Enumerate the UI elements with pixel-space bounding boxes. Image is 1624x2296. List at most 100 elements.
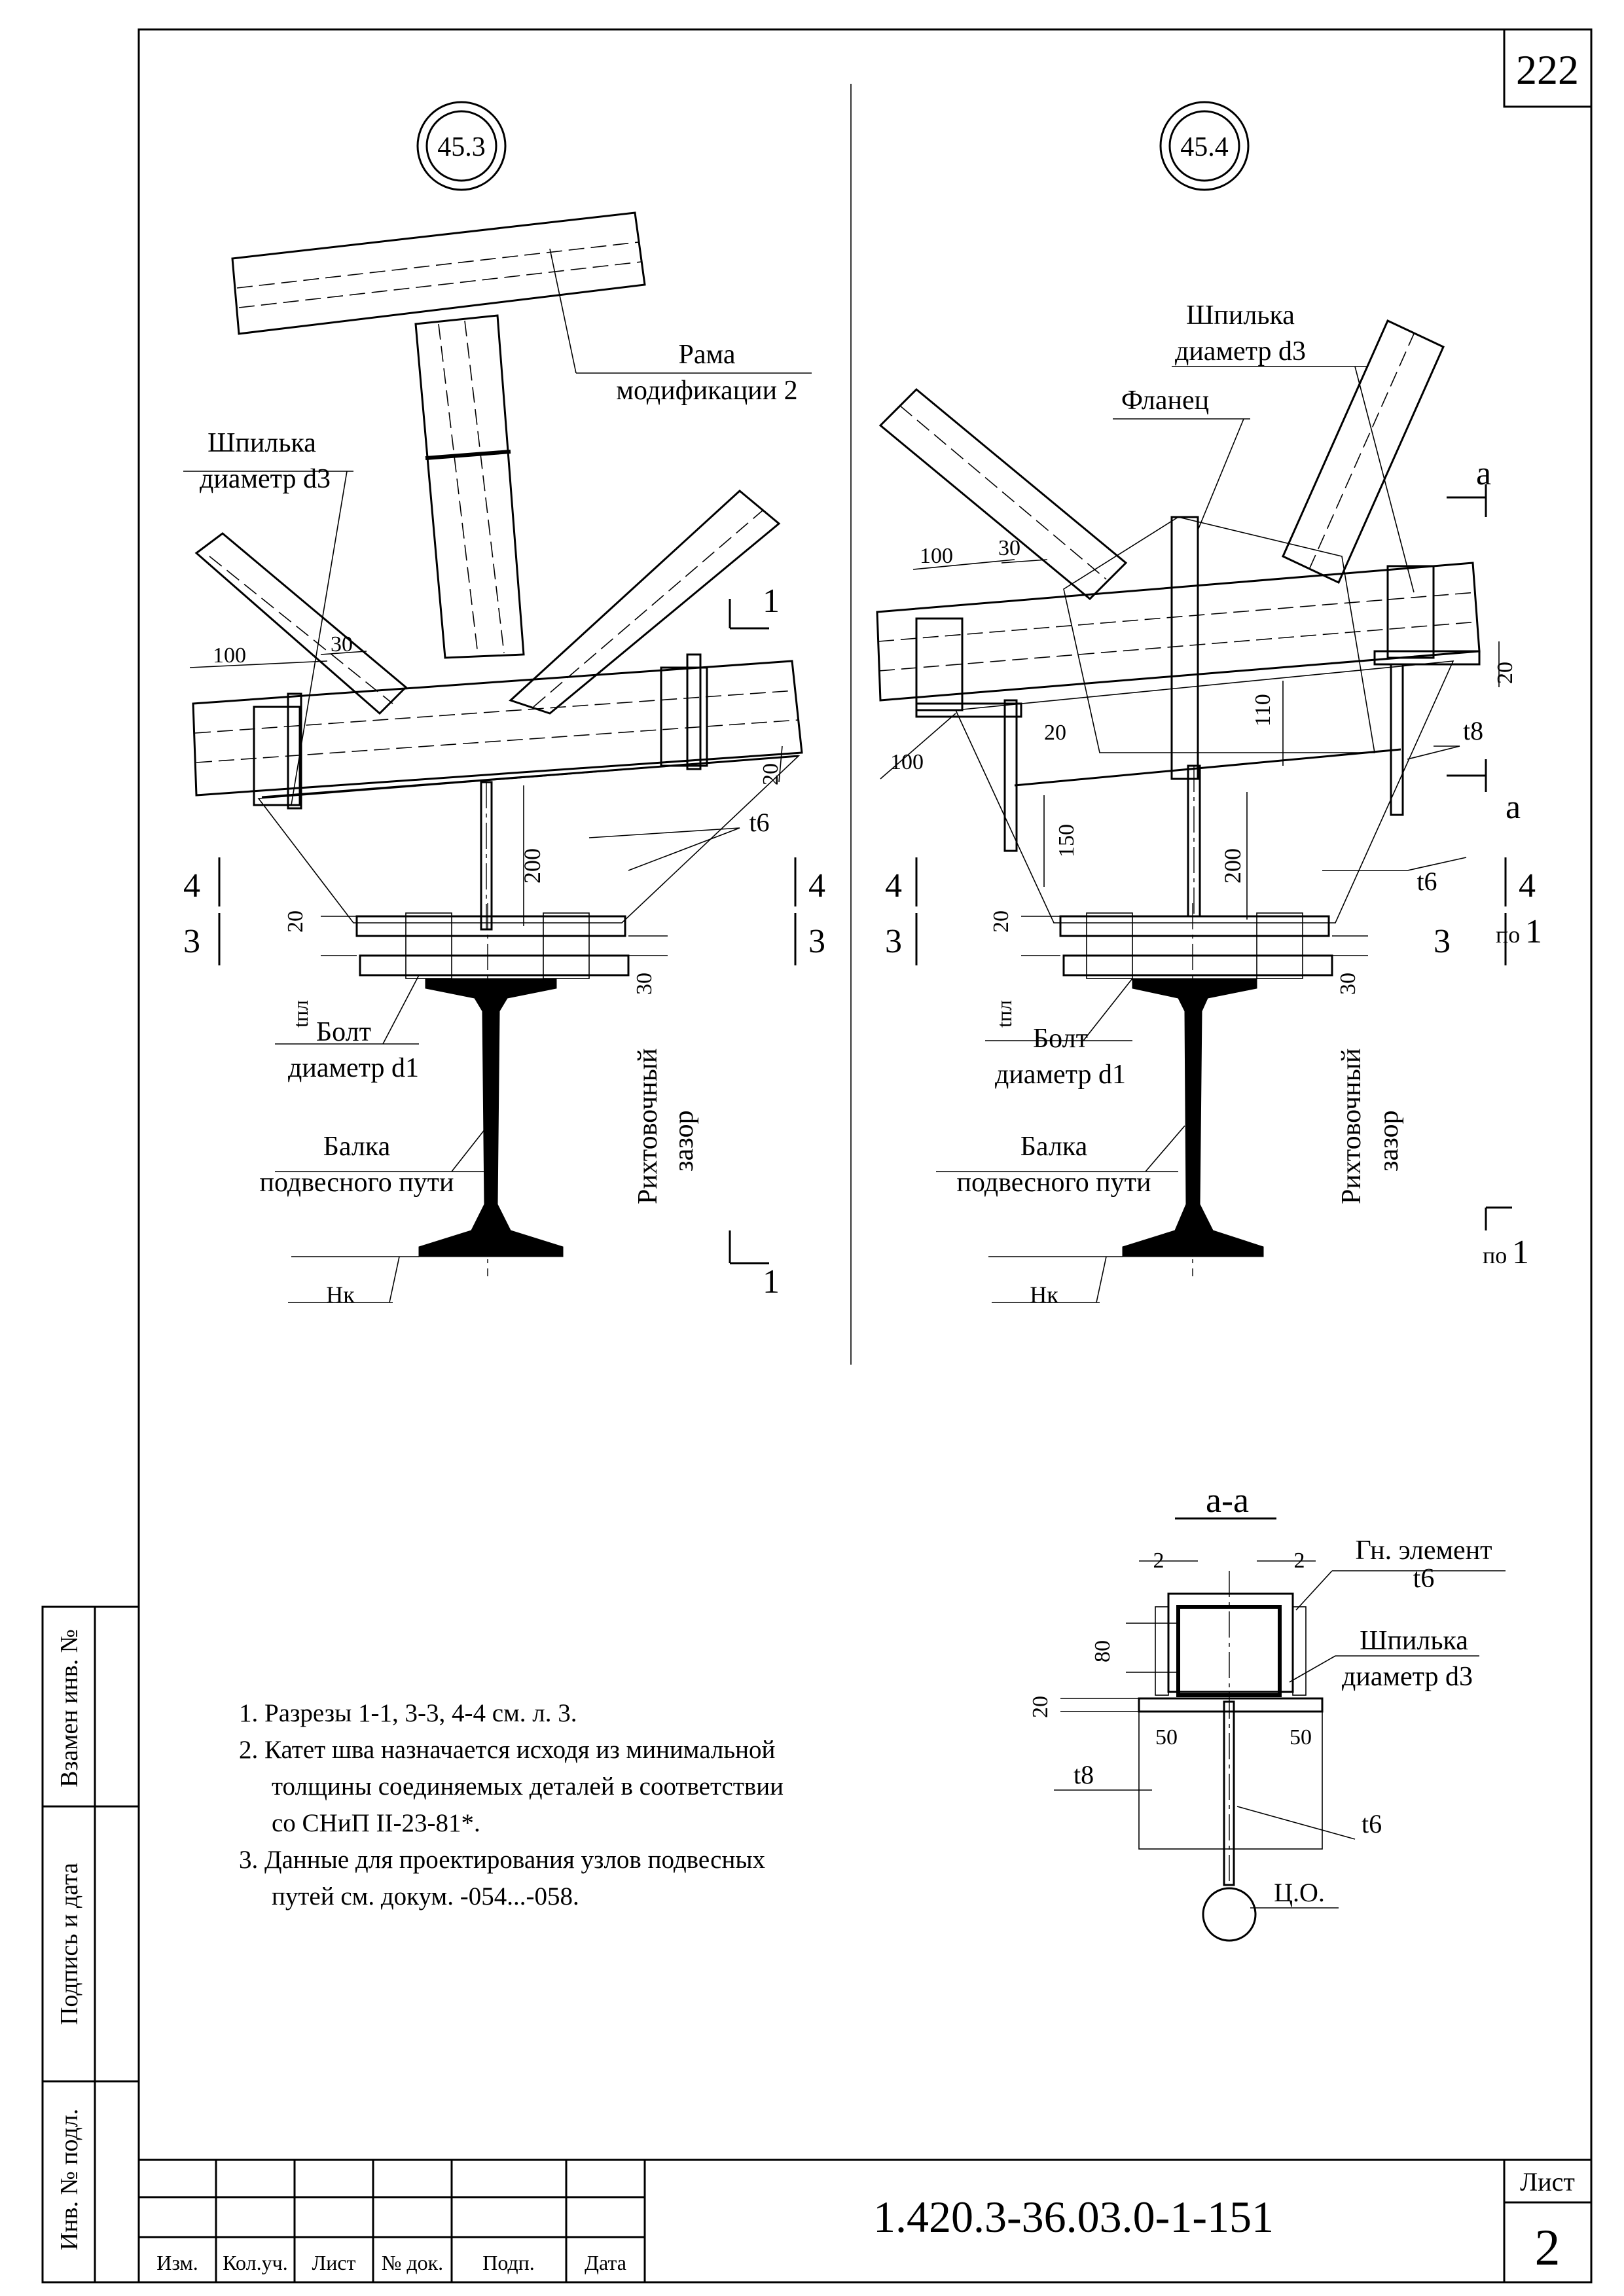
dim-2-b: 2 — [1294, 1549, 1305, 1573]
section-1-right-b: 1 — [1512, 1234, 1529, 1271]
node-right-id: 45.4 — [1180, 132, 1229, 162]
dim-20-right-a: 20 — [1044, 721, 1066, 745]
label-frame-mod: модификации 2 — [616, 376, 797, 406]
note-3: 3. Данные для проектирования узлов подве… — [239, 1846, 766, 1874]
stamp-inv-original: Инв. № подл. — [56, 2109, 83, 2251]
label-t6-right: t6 — [1416, 867, 1437, 896]
section-3-right-r: 3 — [1434, 923, 1451, 960]
dim-80: 80 — [1091, 1640, 1115, 1662]
dim-50-a: 50 — [1155, 1725, 1178, 1749]
label-frame: Рама — [679, 340, 736, 370]
section-a-bot: a — [1506, 789, 1521, 826]
dim-200-right: 200 — [1219, 848, 1246, 884]
note-3-cont-1: путей см. докум. -054...-058. — [272, 1882, 579, 1910]
label-hk-right: Нк — [1030, 1282, 1058, 1308]
label-elem: Гн. элемент — [1355, 1535, 1492, 1566]
dim-30-left-b: 30 — [632, 973, 657, 995]
section-1-top-left: 1 — [763, 583, 780, 620]
list-label: Лист — [1520, 2167, 1575, 2197]
tb-col-ndok: № док. — [382, 2251, 443, 2274]
label-bolt-right: Болт — [1033, 1024, 1088, 1054]
label-gap2-left: зазор — [669, 1110, 699, 1172]
note-1: 1. Разрезы 1-1, 3-3, 4-4 см. л. 3. — [239, 1699, 577, 1727]
note-2: 2. Катет шва назначается исходя из миним… — [239, 1736, 776, 1764]
label-stud-d-right: диаметр d3 — [1175, 336, 1306, 367]
dim-50-b: 50 — [1290, 1725, 1312, 1749]
dim-30-right: 30 — [998, 536, 1020, 560]
label-beam2-left: подвесного пути — [259, 1168, 454, 1198]
dim-20-right-c: 20 — [989, 910, 1013, 933]
section-3-right-l: 3 — [885, 923, 902, 960]
section-a-top: a — [1476, 455, 1491, 492]
dim-150-right: 150 — [1055, 824, 1079, 857]
doc-code: 1.420.3-36.03.0-1-151 — [873, 2192, 1274, 2242]
dim-100-right-a: 100 — [920, 544, 953, 568]
section-4-right-l: 4 — [885, 867, 902, 905]
stamp-replaced: Взамен инв. № — [56, 1629, 83, 1787]
label-bolt-d-left: диаметр d1 — [288, 1053, 419, 1083]
stamp-signature-date: Подпись и дата — [56, 1863, 83, 2025]
dim-20-aa: 20 — [1028, 1696, 1053, 1718]
title-block — [139, 2159, 1591, 2282]
section-aa — [1054, 1517, 1506, 1942]
notes-block: 1. Разрезы 1-1, 3-3, 4-4 см. л. 3. 2. Ка… — [239, 1695, 959, 1915]
dim-30-right-b: 30 — [1336, 973, 1360, 995]
label-t8-right: t8 — [1463, 716, 1483, 745]
list-number: 2 — [1535, 2219, 1561, 2276]
tb-col-data: Дата — [585, 2251, 626, 2274]
note-2-cont-1: толщины соединяемых деталей в соответств… — [272, 1772, 784, 1801]
tb-col-podp: Подп. — [482, 2251, 535, 2274]
label-hk-left: Нк — [326, 1282, 355, 1308]
tb-col-koluch: Кол.уч. — [223, 2251, 287, 2274]
node-left-id: 45.3 — [437, 132, 486, 162]
label-beam-left: Балка — [323, 1132, 391, 1162]
dim-20-left-b: 20 — [283, 910, 308, 933]
label-beam2-right: подвесного пути — [956, 1168, 1151, 1198]
tb-col-izm: Изм. — [156, 2251, 198, 2274]
label-t6-left: t6 — [749, 808, 769, 837]
section-po-right-b: по — [1483, 1242, 1507, 1268]
side-stamp — [41, 1605, 140, 2284]
section-4-left-l: 4 — [183, 867, 200, 905]
note-2-cont-2: со СНиП II-23-81*. — [272, 1809, 480, 1837]
label-beam-right: Балка — [1020, 1132, 1088, 1162]
sheet-number: 222 — [1516, 46, 1579, 93]
label-stud-right: Шпилька — [1186, 300, 1295, 331]
dim-110-right: 110 — [1251, 694, 1275, 726]
label-stud-left: Шпилька — [208, 428, 316, 458]
label-gap2-right: зазор — [1374, 1110, 1404, 1172]
label-bolt-left: Болт — [316, 1017, 371, 1047]
sheet-frame — [137, 28, 1593, 2284]
label-elem-t6: t6 — [1413, 1564, 1435, 1594]
label-gap-right: Рихтовочный — [1337, 1049, 1367, 1204]
label-gap-left: Рихтовочный — [633, 1049, 663, 1204]
section-po-right: по — [1496, 922, 1520, 948]
label-t6-aa: t6 — [1362, 1809, 1382, 1839]
dim-100-left: 100 — [213, 643, 246, 668]
section-aa-title: a-a — [1206, 1480, 1249, 1520]
label-stud-d-aa: диаметр d3 — [1342, 1662, 1473, 1692]
dim-100-right-b: 100 — [890, 750, 924, 774]
label-co: Ц.О. — [1274, 1878, 1325, 1907]
dim-2-a: 2 — [1153, 1549, 1164, 1573]
label-tpl-right: tпл — [992, 1000, 1016, 1028]
section-1-right-r: 1 — [1525, 913, 1542, 950]
dim-200-left: 200 — [519, 848, 545, 884]
node-45-3 — [183, 101, 812, 1303]
dim-20-left-a: 20 — [759, 763, 783, 785]
section-1-bot-left: 1 — [763, 1263, 780, 1300]
label-bolt-d-right: диаметр d1 — [995, 1060, 1126, 1090]
tb-col-list: Лист — [312, 2251, 355, 2274]
label-flange: Фланец — [1121, 386, 1209, 416]
section-3-left-l: 3 — [183, 923, 200, 960]
node-45-4 — [876, 101, 1512, 1303]
section-4-left-r: 4 — [808, 867, 825, 905]
label-stud-aa: Шпилька — [1360, 1626, 1468, 1656]
label-stud-d-left: диаметр d3 — [200, 464, 331, 494]
section-4-right-r: 4 — [1519, 867, 1536, 905]
section-3-left-r: 3 — [808, 923, 825, 960]
label-tpl-left: tпл — [289, 1000, 312, 1028]
dim-20-right-b: 20 — [1493, 662, 1517, 684]
